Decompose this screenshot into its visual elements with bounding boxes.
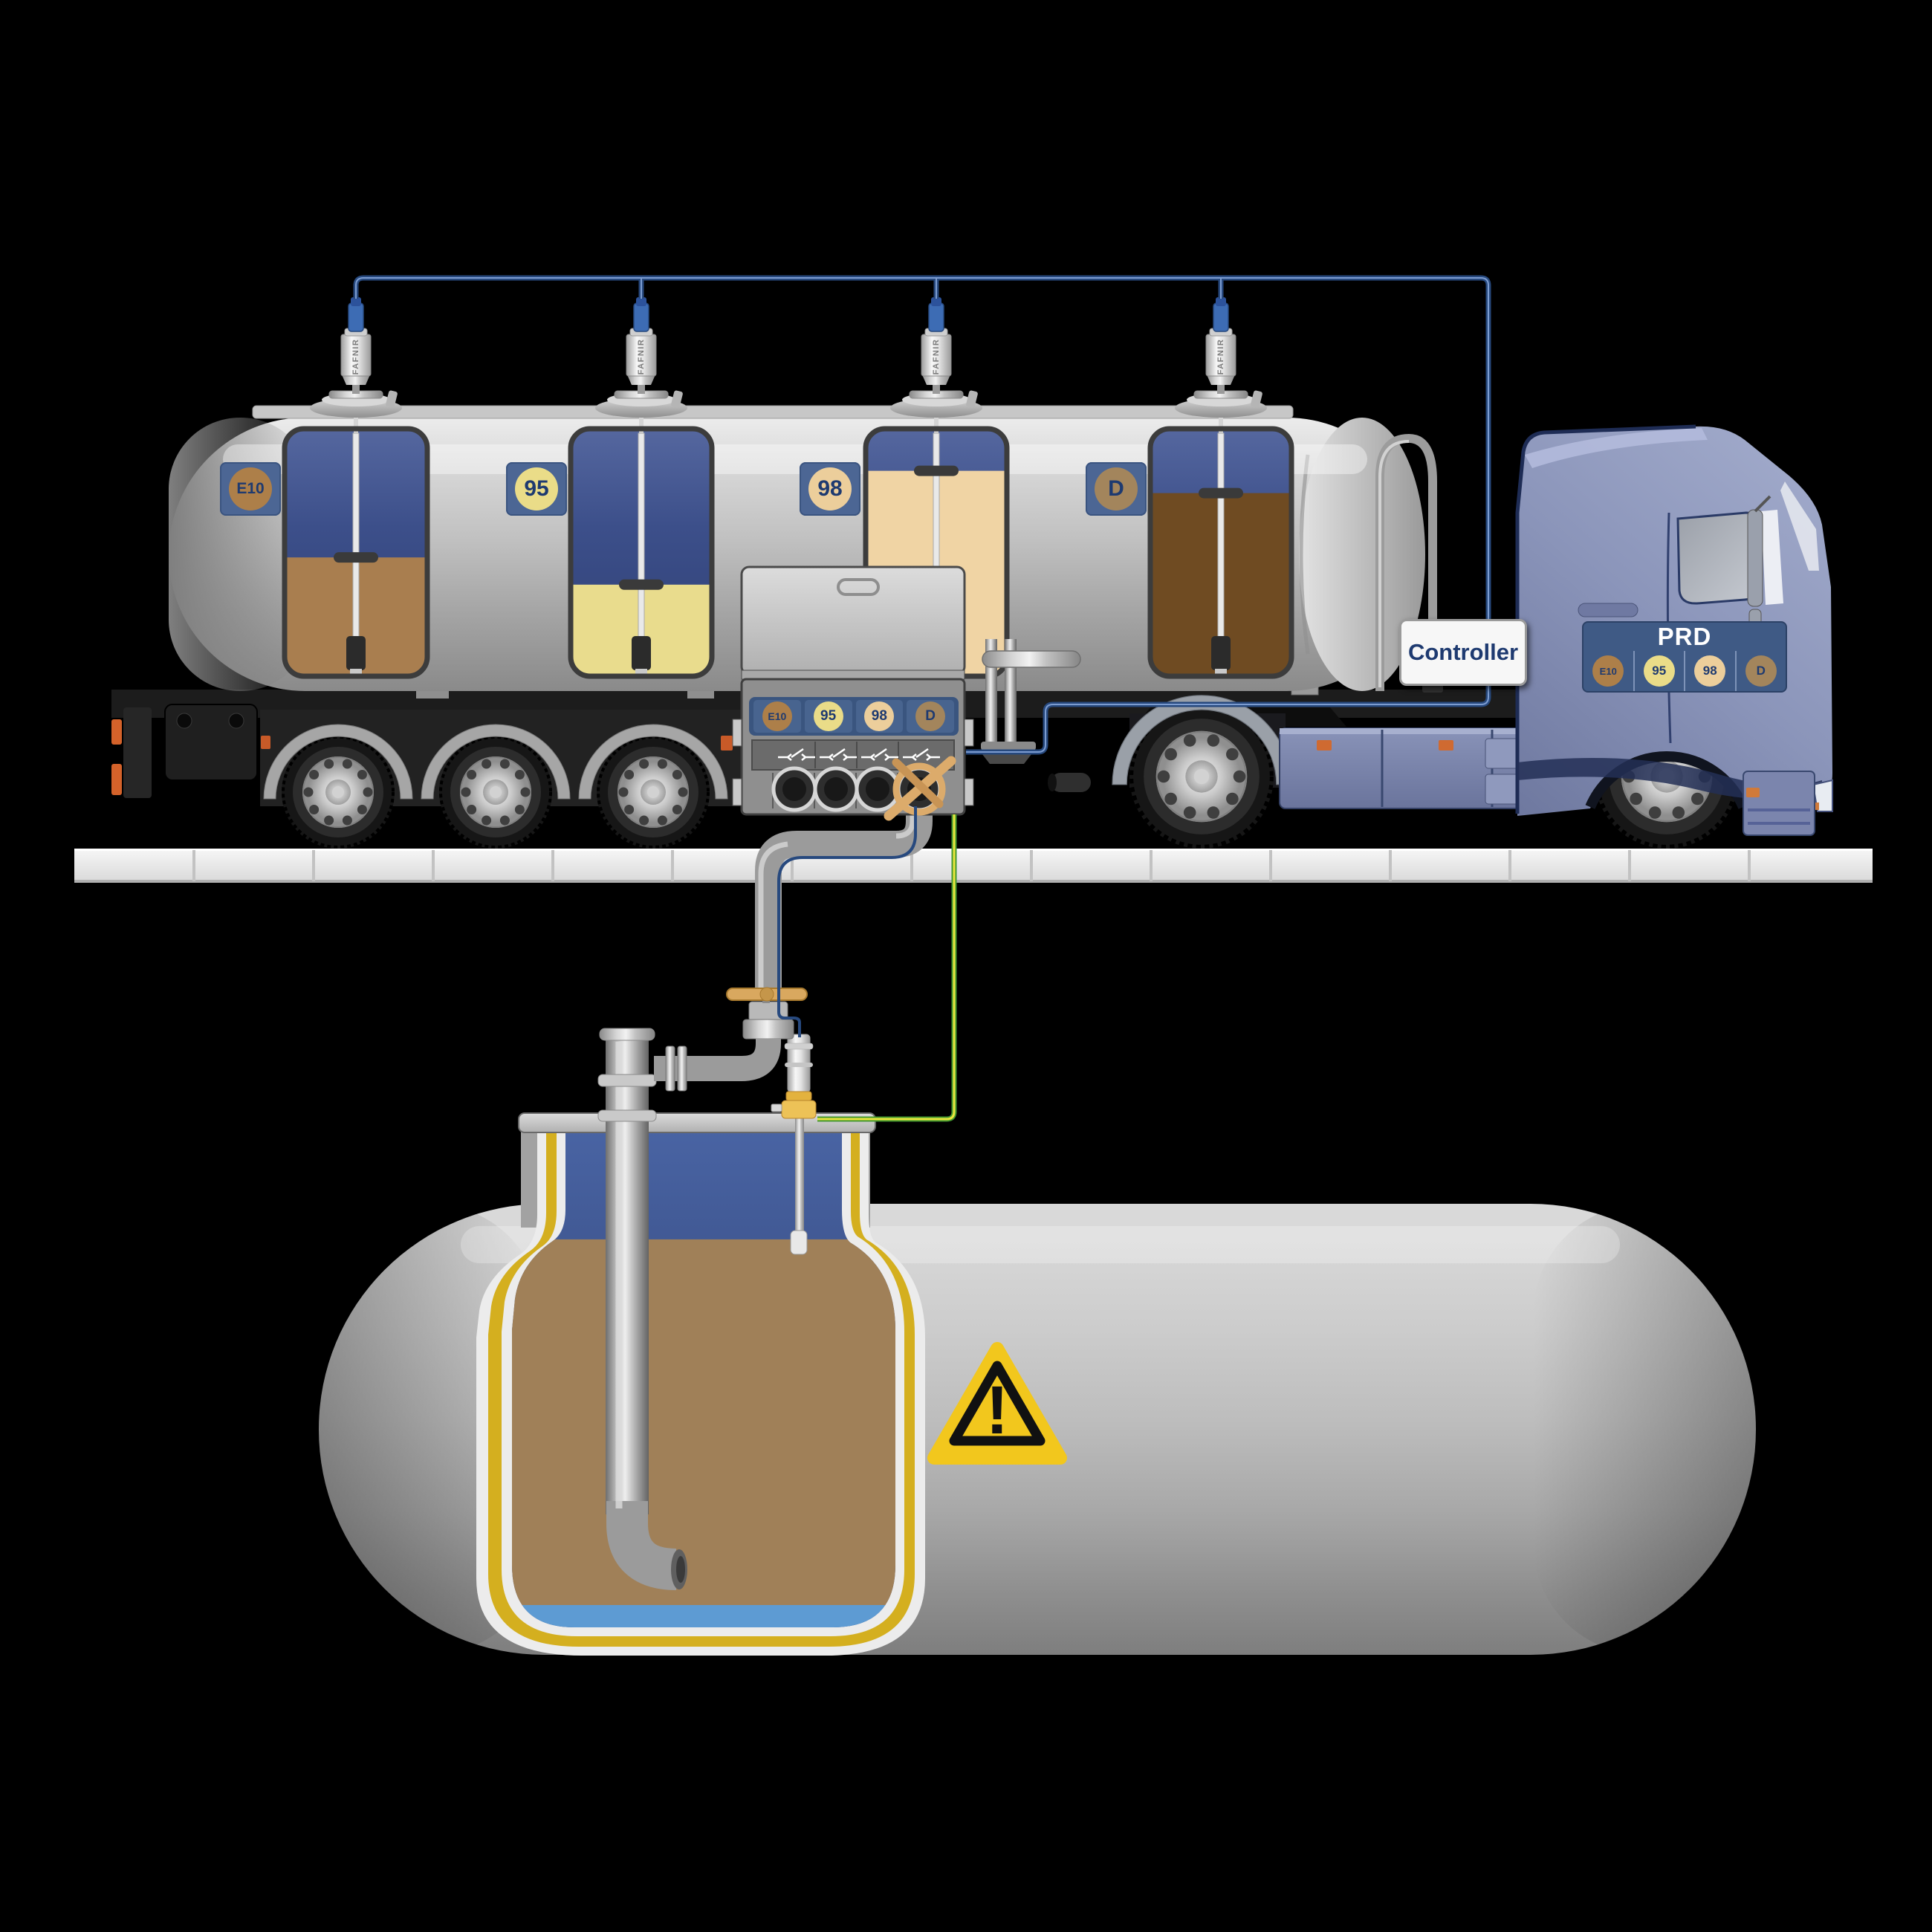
prd-cell-e10: E10	[1583, 651, 1633, 691]
side-rail	[982, 650, 1081, 668]
windshield	[1780, 482, 1819, 571]
sensor-brand-label: FAFNIR	[637, 338, 646, 375]
manifold-cell-95: 95	[804, 700, 852, 733]
compartment-badge-95: 95	[506, 462, 567, 516]
compartment-D	[1147, 413, 1294, 679]
top-walkway	[252, 405, 1294, 419]
controller-to-manifold-cable	[966, 686, 1491, 755]
vent-loop-pipe	[1375, 433, 1443, 693]
controller-box: Controller	[1399, 619, 1527, 686]
side-marker-light	[261, 736, 270, 749]
manifold-cell-98: 98	[855, 700, 904, 733]
cab	[1515, 424, 1833, 836]
warning-triangle-icon	[927, 1342, 1067, 1465]
prd-display-panel: PRD E10 95 98 D	[1582, 621, 1787, 693]
side-marker-light	[721, 736, 733, 751]
b-pillar	[1761, 510, 1783, 605]
tank-probe	[771, 1034, 817, 1255]
lid-handle	[837, 578, 880, 596]
delivery-pipe-upper	[755, 795, 933, 993]
compartment-95	[568, 413, 715, 679]
prd-cell-95: 95	[1633, 651, 1685, 691]
sensor-brand-label: FAFNIR	[351, 338, 360, 375]
compartment-badge-98: 98	[800, 462, 860, 516]
manifold-lid	[740, 565, 966, 675]
side-skirt-boxes	[1279, 727, 1557, 809]
manhole-collar-wall	[521, 1119, 540, 1228]
manifold-cell-e10: E10	[753, 700, 801, 733]
sensor-brand-label: FAFNIR	[932, 338, 941, 375]
tractor	[1112, 424, 1833, 849]
door-handle	[1578, 603, 1638, 617]
hose-coupling	[884, 756, 956, 821]
compartment-E10	[282, 413, 430, 679]
product-circle-e10: E10	[229, 467, 272, 510]
compartment-badge-e10: E10	[220, 462, 281, 516]
delivery-piping	[654, 795, 933, 1092]
fill-pipe	[597, 1028, 687, 1590]
product-circle-98: 98	[808, 467, 852, 510]
delivery-pipe-lower	[654, 1039, 781, 1081]
entry-step-box	[1743, 771, 1815, 836]
probe-signal-wire	[777, 806, 917, 1037]
manifold-cell-d: D	[907, 700, 954, 733]
tank-fuel	[512, 1239, 895, 1605]
manhole-lid	[518, 1112, 876, 1133]
sensor-cable-bus	[353, 275, 1491, 619]
side-window	[1676, 511, 1760, 605]
warning-exclamation: !	[985, 1372, 1009, 1448]
underground-storage-tank	[319, 1028, 1756, 1656]
delivery-valve	[726, 987, 808, 1040]
prd-cell-d: D	[1734, 651, 1786, 691]
compartment-badge-d: D	[1086, 462, 1147, 516]
prd-title: PRD	[1657, 623, 1712, 650]
prd-cell-98: 98	[1684, 651, 1735, 691]
tank-water-layer	[512, 1605, 895, 1627]
product-circle-d: D	[1095, 467, 1138, 510]
mirror	[1747, 509, 1763, 607]
valve-switch-icon	[778, 748, 940, 761]
product-circle-95: 95	[515, 467, 558, 510]
rear-bumper	[111, 704, 258, 798]
exhaust-pipe	[1048, 773, 1091, 792]
manifold-cabinet	[732, 565, 974, 821]
manifold-product-strip: E10 95 98 D	[749, 697, 959, 736]
sensor-brand-label: FAFNIR	[1216, 338, 1225, 375]
grounding-wire	[817, 814, 957, 1122]
road	[74, 849, 1873, 883]
